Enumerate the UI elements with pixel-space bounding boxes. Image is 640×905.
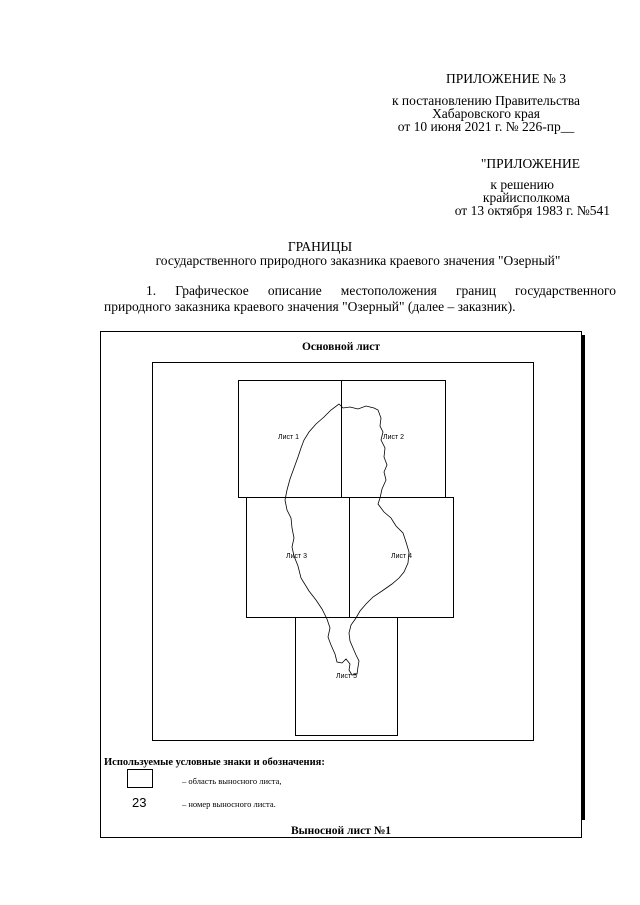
main-sheet-outline <box>152 362 534 741</box>
map-heading: Основной лист <box>301 341 381 353</box>
reserve-boundary <box>284 403 410 676</box>
page-title: ГРАНИЦЫ <box>287 239 353 254</box>
appendix-date: от 10 июня 2021 г. № 226-пр__ <box>397 119 575 134</box>
legend-number-sample: 23 <box>132 795 147 810</box>
sheet-label-3: Лист 3 <box>286 553 308 560</box>
sheet-5-area <box>295 617 398 736</box>
legend-number-text: – номер выносного листа. <box>182 799 276 809</box>
paragraph-line-2: природного заказника краевого значения "… <box>104 299 516 314</box>
prior-committee: крайисполкома <box>482 190 570 205</box>
appendix-title: ПРИЛОЖЕНИЕ № 3 <box>445 71 566 86</box>
sheet-4-area <box>349 497 454 618</box>
sheet-label-1: Лист 1 <box>278 434 300 441</box>
map-footer: Выносной лист №1 <box>290 825 392 837</box>
appendix-region: Хабаровского края <box>432 106 540 121</box>
legend-area-swatch <box>127 769 153 788</box>
prior-title: "ПРИЛОЖЕНИЕ <box>480 156 580 171</box>
paragraph-line-1: 1. Графическое описание местоположения г… <box>146 283 616 298</box>
legend-area-text: – область выносного листа, <box>182 776 282 786</box>
map-frame-shadow <box>582 335 585 820</box>
prior-date: от 13 октября 1983 г. №541 <box>454 203 610 218</box>
prior-decision: к решению <box>490 177 554 192</box>
sheet-label-5: Лист 5 <box>336 673 358 680</box>
page-subtitle: государственного природного заказника кр… <box>155 253 561 268</box>
legend-title: Используемые условные знаки и обозначени… <box>104 757 325 768</box>
sheet-label-4: Лист 4 <box>391 553 413 560</box>
appendix-decree: к постановлению Правительства <box>391 93 581 108</box>
sheet-label-2: Лист 2 <box>383 434 405 441</box>
map-frame <box>100 331 582 838</box>
